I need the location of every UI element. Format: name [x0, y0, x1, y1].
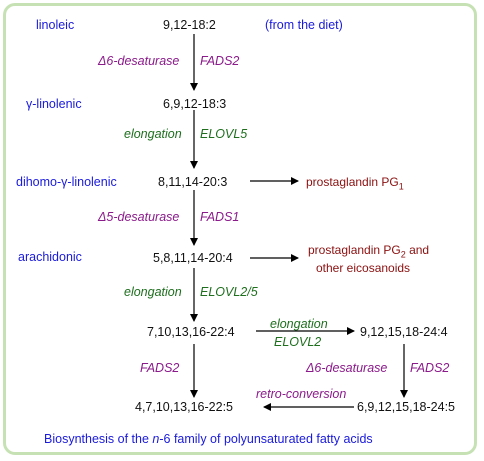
name-arachidonic: arachidonic — [18, 250, 82, 264]
label-elovl5: ELOVL5 — [200, 127, 248, 141]
product-pg2: prostaglandin PG2 and — [308, 243, 429, 261]
diagram-frame — [3, 3, 477, 455]
label-elovl2: ELOVL2 — [274, 335, 322, 349]
caption-italic-n: n — [152, 432, 160, 446]
label-fads2-3: FADS2 — [140, 361, 180, 375]
label-elongation-2: elongation — [124, 285, 182, 299]
label-d5-desaturase: Δ5-desaturase — [98, 210, 180, 224]
formula-5-8-11-14-20-4: 5,8,11,14-20:4 — [153, 251, 233, 265]
formula-8-11-14-20-3: 8,11,14-20:3 — [158, 175, 228, 189]
formula-4-7-10-13-16-22-5: 4,7,10,13,16-22:5 — [135, 400, 233, 414]
formula-6-9-12-18-3: 6,9,12-18:3 — [163, 97, 227, 111]
name-linoleic: linoleic — [36, 18, 75, 32]
label-retro-conversion: retro-conversion — [256, 387, 347, 401]
product-pg1: prostaglandin PG1 — [306, 175, 404, 193]
label-elovl2-5: ELOVL2/5 — [200, 285, 258, 299]
name-gamma-linolenic: γ-linolenic — [26, 97, 82, 111]
label-d6-desaturase-2: Δ6-desaturase — [306, 361, 388, 375]
product-pg1-subscript: 1 — [398, 181, 404, 192]
diet-note: (from the diet) — [265, 18, 343, 32]
diagram-caption: Biosynthesis of the n-6 family of polyun… — [44, 432, 373, 446]
product-pg1-text: prostaglandin PG — [306, 175, 399, 189]
name-dihomo-gamma-linolenic: dihomo-γ-linolenic — [16, 175, 117, 189]
product-pg2-subscript: 2 — [400, 249, 406, 260]
label-fads2-2: FADS2 — [410, 361, 450, 375]
caption-suffix: -6 family of polyunsaturated fatty acids — [159, 432, 373, 446]
label-elongation-3: elongation — [270, 317, 328, 331]
caption-prefix: Biosynthesis of the — [44, 432, 153, 446]
label-fads2-1: FADS2 — [200, 54, 240, 68]
product-pg2-text: prostaglandin PG — [308, 243, 401, 257]
formula-6-9-12-15-18-24-5: 6,9,12,15,18-24:5 — [357, 400, 455, 414]
formula-9-12-18-2: 9,12-18:2 — [163, 18, 216, 32]
label-fads1: FADS1 — [200, 210, 240, 224]
label-elongation-1: elongation — [124, 127, 182, 141]
formula-7-10-13-16-22-4: 7,10,13,16-22:4 — [147, 325, 235, 339]
product-pg2-suffix: and — [405, 243, 430, 257]
formula-9-12-15-18-24-4: 9,12,15,18-24:4 — [360, 325, 448, 339]
label-d6-desaturase-1: Δ6-desaturase — [98, 54, 180, 68]
product-other-eicosanoids: other eicosanoids — [316, 261, 411, 275]
